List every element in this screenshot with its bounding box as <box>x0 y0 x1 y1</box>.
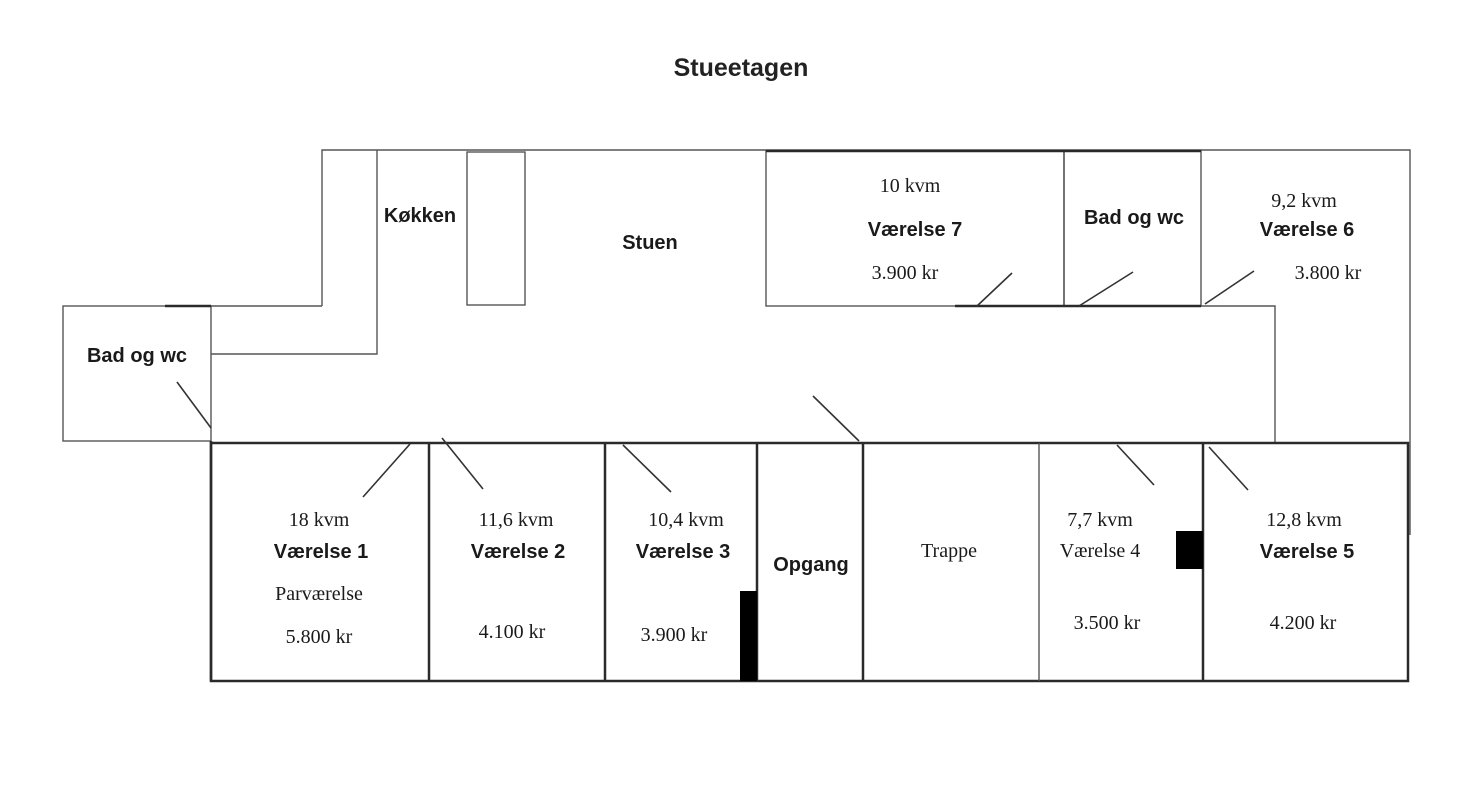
area-v3: 10,4 kvm <box>648 509 724 531</box>
label-bad-top: Bad og wc <box>1084 207 1184 229</box>
area-v4: 7,7 kvm <box>1067 509 1133 531</box>
door-bathroom-top <box>1078 271 1134 307</box>
label-opgang: Opgang <box>773 554 849 576</box>
door-v6 <box>1204 270 1255 305</box>
kitchen-wall <box>211 150 378 355</box>
label-stuen: Stuen <box>622 232 678 254</box>
area-v1: 18 kvm <box>289 509 350 531</box>
price-v4: 3.500 kr <box>1074 612 1141 634</box>
label-kokken: Køkken <box>384 205 456 227</box>
price-v7: 3.900 kr <box>872 262 939 284</box>
fixture-v3 <box>740 591 757 681</box>
label-v2: Værelse 2 <box>471 541 566 563</box>
area-v6: 9,2 kvm <box>1271 190 1337 212</box>
walls <box>62 149 1411 683</box>
area-v7: 10 kvm <box>880 175 941 197</box>
label-v4: Værelse 4 <box>1060 540 1141 562</box>
doors <box>176 270 1255 498</box>
plan-title: Stueetagen <box>674 54 809 82</box>
label-v3: Værelse 3 <box>636 541 731 563</box>
door-opgang <box>812 395 860 442</box>
outer-wall-top <box>321 149 1411 535</box>
label-v5: Værelse 5 <box>1260 541 1355 563</box>
door-v1 <box>362 443 411 498</box>
area-v2: 11,6 kvm <box>479 509 554 531</box>
door-v3 <box>622 444 672 493</box>
label-trappe: Trappe <box>921 540 977 562</box>
label-v1: Værelse 1 <box>274 541 369 563</box>
price-v5: 4.200 kr <box>1270 612 1337 634</box>
label-bad-left: Bad og wc <box>87 345 187 367</box>
fixture-v4 <box>1176 531 1203 569</box>
kitchen-counter <box>466 151 526 306</box>
door-v7 <box>976 272 1013 307</box>
door-bathroom-left <box>176 381 212 429</box>
door-v5 <box>1208 446 1249 491</box>
price-v3: 3.900 kr <box>641 624 708 646</box>
labels: Køkken Stuen Bad og wc 10 kvm Værelse 7 … <box>87 175 1362 648</box>
bathroom-left-box <box>62 305 212 442</box>
room-v6-wall <box>1201 305 1276 443</box>
area-v5: 12,8 kvm <box>1266 509 1342 531</box>
price-v2: 4.100 kr <box>479 621 546 643</box>
label-v6: Værelse 6 <box>1260 219 1355 241</box>
note-v1: Parværelse <box>275 583 363 605</box>
price-v6: 3.800 kr <box>1295 262 1362 284</box>
label-v7: Værelse 7 <box>868 219 963 241</box>
door-v4 <box>1116 444 1155 486</box>
door-v2 <box>441 437 484 490</box>
price-v1: 5.800 kr <box>286 626 353 648</box>
